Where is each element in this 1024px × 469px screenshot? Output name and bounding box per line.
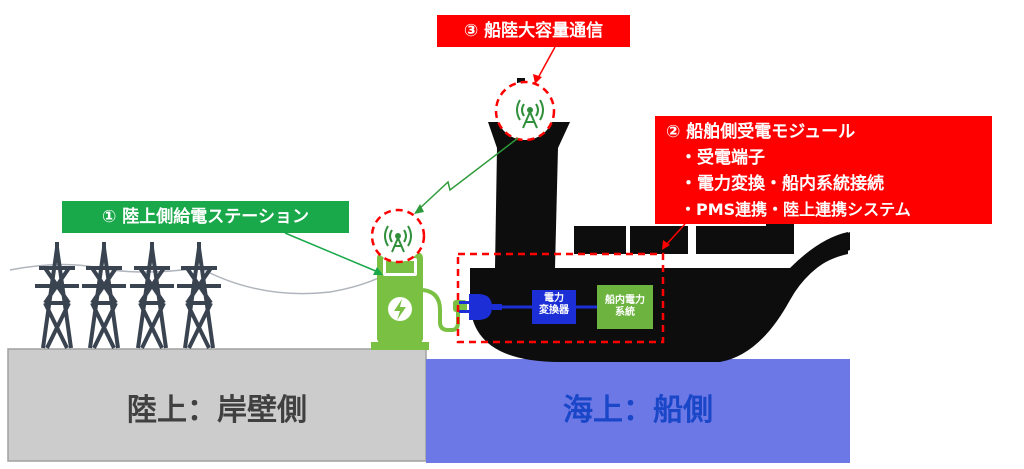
arrowhead bbox=[662, 240, 670, 250]
transmission-tower-icon bbox=[35, 242, 79, 349]
comm-callout-arrow bbox=[537, 46, 556, 79]
antenna-icon bbox=[384, 225, 412, 253]
land-area bbox=[7, 348, 427, 462]
transmission-tower-icon bbox=[82, 242, 126, 349]
ship-module-outline bbox=[456, 252, 665, 344]
station-callout-arrow bbox=[284, 232, 379, 273]
transmission-tower-icon bbox=[130, 242, 174, 349]
sea-area bbox=[426, 359, 850, 463]
arrowhead bbox=[533, 74, 542, 84]
module-callout-item: ・PMS連携・陸上連携システム bbox=[680, 200, 911, 219]
lightning-bolt-icon bbox=[394, 299, 406, 320]
comm-callout-label: ③ 船陸大容量通信 bbox=[463, 21, 604, 41]
transmission-tower-icon bbox=[177, 242, 221, 349]
module-callout-box bbox=[655, 116, 992, 224]
converter-label-line: 変換器 bbox=[539, 305, 569, 316]
module-callout-item: ・電力変換・船内系統接続 bbox=[680, 174, 884, 194]
arrowhead bbox=[373, 267, 383, 275]
converter-label: 電力 変換器 bbox=[532, 293, 576, 317]
station-callout-box bbox=[62, 201, 349, 233]
ship-antenna-ring bbox=[494, 80, 556, 142]
land-area-label: 陸上：岸壁側 bbox=[127, 393, 307, 428]
station-callout-label: ① 陸上側給電ステーション bbox=[102, 207, 309, 227]
comm-arrowhead bbox=[414, 204, 424, 214]
module-callout-title: ② 船舶側受電モジュール bbox=[666, 122, 856, 142]
comm-link bbox=[417, 137, 519, 211]
onboard-system-box bbox=[597, 285, 653, 329]
comm-callout-box bbox=[437, 15, 630, 47]
sea-area-label: 海上：船側 bbox=[563, 393, 713, 428]
antenna-icon bbox=[516, 99, 544, 129]
system-label-line: 船内電力 bbox=[605, 295, 645, 306]
power-converter-box bbox=[532, 290, 576, 324]
system-label: 船内電力 系統 bbox=[597, 295, 653, 319]
plug-icon bbox=[459, 294, 502, 320]
module-callout-item: ・受電端子 bbox=[680, 148, 765, 168]
charging-station-icon bbox=[371, 252, 467, 350]
converter-label-line: 電力 bbox=[544, 293, 564, 304]
system-label-line: 系統 bbox=[615, 307, 635, 318]
module-callout-arrow bbox=[665, 223, 686, 246]
